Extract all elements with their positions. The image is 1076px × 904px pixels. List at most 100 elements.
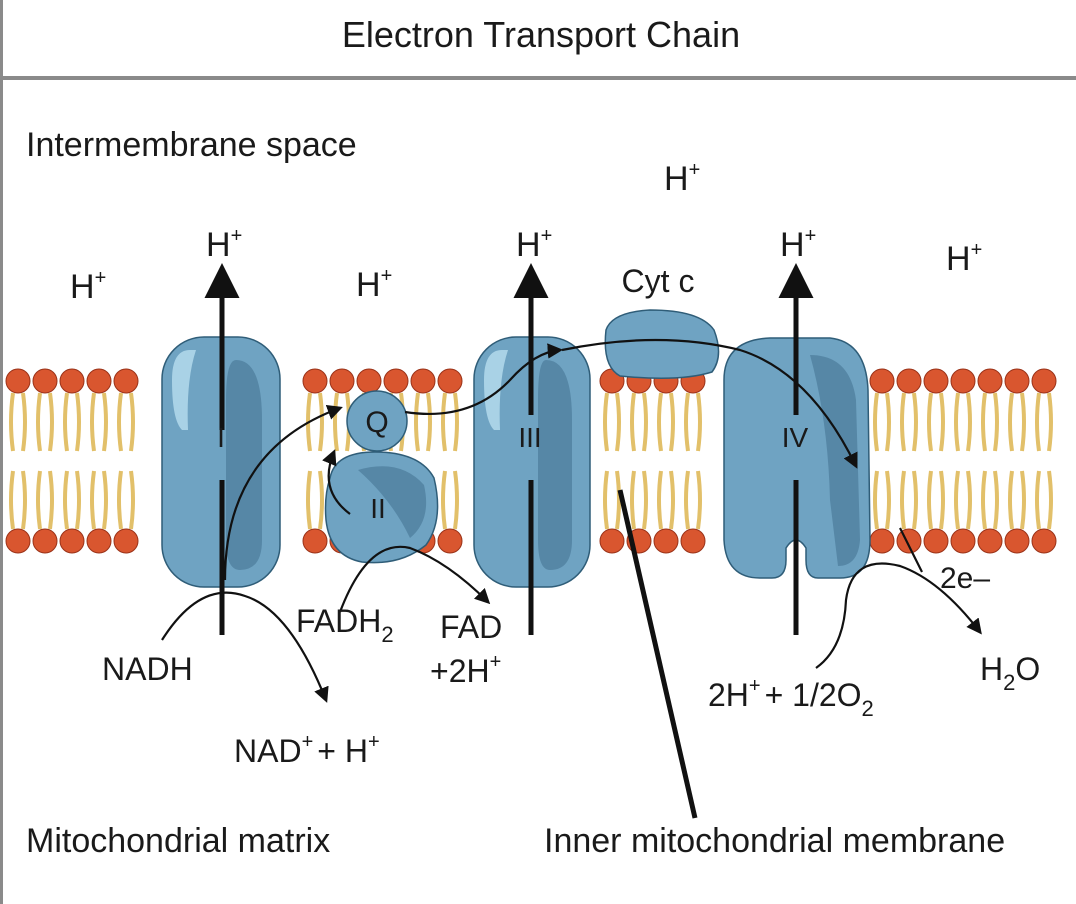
proton-label: H+	[356, 265, 392, 304]
label-complex-iv: IV	[782, 422, 809, 453]
lipid-head	[59, 368, 85, 394]
proton-labels: H+ H+ H+ H+ H+ H+ H+	[70, 159, 982, 306]
proton-label: H+	[780, 225, 816, 264]
lipid-head	[1031, 368, 1057, 394]
lipid-head	[437, 368, 463, 394]
lipid-tail	[669, 470, 675, 530]
label-fad-protons: +2H+	[430, 651, 501, 689]
lipid-head	[113, 368, 139, 394]
lipid-tail	[1035, 392, 1041, 452]
lipid-tail	[1035, 470, 1041, 530]
lipid-tail	[333, 392, 339, 452]
lipid-head	[86, 528, 112, 554]
lipid-head	[869, 528, 895, 554]
proton-label: H+	[206, 225, 242, 264]
label-fad: FAD	[440, 609, 502, 645]
lipid-tail	[441, 392, 447, 452]
lipid-tail	[1008, 392, 1014, 452]
complex-i	[161, 336, 281, 588]
cytochrome-c	[604, 309, 720, 379]
label-inner-mitochondrial-membrane: Inner mitochondrial membrane	[544, 822, 1005, 860]
lipid-tail	[117, 392, 123, 452]
lipid-head	[896, 528, 922, 554]
lipid-tail	[441, 470, 447, 530]
lipid-head	[302, 368, 328, 394]
reaction-labels: NADH NAD++ H+ FADH2 FAD +2H+ 2e– 2H++ 1/…	[102, 562, 1040, 769]
lipid-head	[923, 528, 949, 554]
lipid-tail	[927, 392, 933, 452]
lipid-head	[950, 368, 976, 394]
lipid-head	[329, 368, 355, 394]
lipid-head	[5, 368, 31, 394]
arrow-electrons-2e	[899, 527, 923, 573]
lipid-tail	[966, 392, 972, 452]
lipid-head	[896, 368, 922, 394]
lipid-head	[383, 368, 409, 394]
complex-iii	[473, 336, 591, 588]
ubiquinone-q	[346, 390, 408, 452]
lipid-tail	[981, 392, 987, 452]
lipid-tail	[1008, 470, 1014, 530]
label-intermembrane-space: Intermembrane space	[26, 126, 357, 164]
lipid-head	[302, 528, 328, 554]
lipid-tail	[1047, 392, 1053, 452]
arrow-fadh2-oxidation	[338, 545, 491, 613]
lipid-tail	[900, 392, 906, 452]
label-oxygen-reaction: 2H++ 1/2O2	[708, 675, 874, 721]
lipid-head	[1004, 528, 1030, 554]
lipid-tail	[102, 392, 108, 452]
label-nad-plus-h: NAD++ H+	[234, 731, 380, 769]
lipid-tail	[453, 470, 459, 530]
label-nadh: NADH	[102, 651, 193, 687]
lipid-tail	[453, 392, 459, 452]
lipid-head	[5, 528, 31, 554]
lipid-tail	[615, 470, 621, 530]
lipid-tail	[966, 470, 972, 530]
membrane-pointer-line	[617, 489, 698, 819]
lipid-head	[32, 368, 58, 394]
lipid-tail	[912, 470, 918, 530]
lipid-head	[923, 368, 949, 394]
label-water: H2O	[980, 651, 1040, 695]
lipid-tail	[993, 470, 999, 530]
lipid-tail	[48, 392, 54, 452]
lipid-tail	[885, 392, 891, 452]
arrow-cytc-to-complex-iv	[561, 338, 858, 469]
lipid-head	[869, 368, 895, 394]
complex-labels: I II Q III Cyt c IV	[217, 263, 808, 524]
lipid-head	[977, 368, 1003, 394]
proton-label: H+	[70, 267, 106, 306]
lipid-tail	[603, 392, 609, 452]
lipid-tail	[63, 392, 69, 452]
arrow-q-to-complex-iii	[404, 343, 564, 416]
proton-label: H+	[664, 159, 700, 198]
lipid-tail	[36, 470, 42, 530]
lipid-tail	[900, 470, 906, 530]
lipid-head	[113, 528, 139, 554]
diagram-title: Electron Transport Chain	[341, 14, 741, 55]
proton-channels	[204, 263, 814, 635]
lipid-tail	[63, 470, 69, 530]
lipid-tail	[318, 392, 324, 452]
label-complex-iii: III	[518, 422, 541, 453]
lipid-head	[59, 528, 85, 554]
lipid-head	[1004, 368, 1030, 394]
label-cyt-c: Cyt c	[622, 263, 695, 299]
lipid-tail	[21, 392, 27, 452]
lipid-tail	[885, 470, 891, 530]
arrow-oxygen-to-water	[815, 562, 982, 669]
lipid-tail	[657, 392, 663, 452]
proton-label: H+	[946, 239, 982, 278]
label-mitochondrial-matrix: Mitochondrial matrix	[26, 822, 330, 860]
lipid-tail	[927, 470, 933, 530]
lipid-tail	[954, 470, 960, 530]
lipid-tail	[1020, 470, 1026, 530]
lipid-tail	[657, 470, 663, 530]
title-bar: Electron Transport Chain	[0, 0, 1076, 80]
left-border	[0, 80, 3, 904]
lipid-tail	[117, 470, 123, 530]
lipid-tail	[642, 470, 648, 530]
lipid-head	[356, 368, 382, 394]
lipid-tail	[306, 470, 312, 530]
